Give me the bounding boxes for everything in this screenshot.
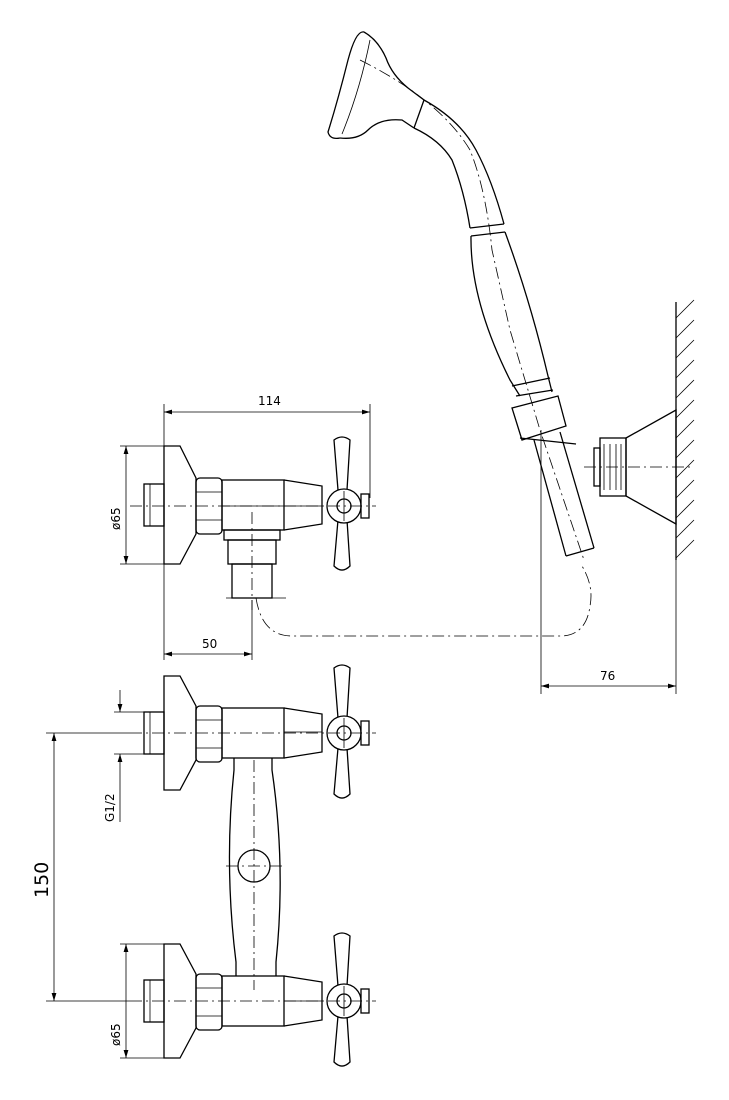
dimension-diameter-bottom: ø65 — [109, 943, 164, 1059]
mixer-body — [130, 664, 376, 1067]
dimension-114: 114 — [163, 394, 371, 498]
dimension-thread: G1/2 — [103, 690, 164, 822]
wall-hatching — [675, 299, 695, 560]
dimension-diameter-bottom-label: ø65 — [109, 1023, 123, 1046]
dimension-76-label: 76 — [600, 669, 615, 683]
dimension-50-label: 50 — [202, 637, 217, 651]
dimension-114-label: 114 — [258, 394, 281, 408]
dimension-76: 76 — [540, 430, 677, 694]
dimension-thread-label: G1/2 — [103, 793, 117, 822]
single-valve — [130, 436, 376, 610]
wall-bracket — [584, 408, 690, 526]
dimension-50: 50 — [163, 564, 253, 660]
hand-shower — [327, 31, 595, 561]
dimension-150: 150 — [31, 732, 130, 1002]
dimension-diameter-mid-label: ø65 — [109, 507, 123, 530]
hose-path — [255, 565, 592, 637]
dimension-diameter-mid: ø65 — [109, 445, 164, 565]
dimension-150-label: 150 — [31, 862, 53, 898]
